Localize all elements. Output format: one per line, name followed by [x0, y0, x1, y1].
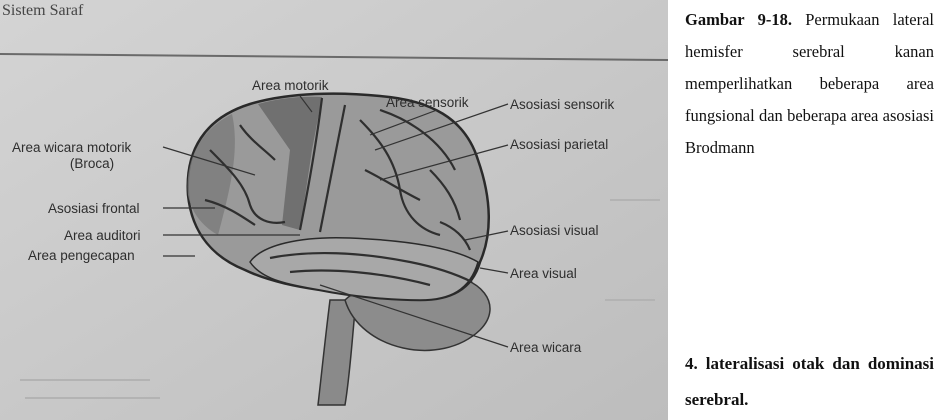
label-asosiasi-parietal: Asosiasi parietal — [510, 137, 609, 152]
label-area-pengecapan: Area pengecapan — [28, 248, 135, 263]
caption-label: Gambar 9-18. — [685, 10, 792, 29]
label-broca: (Broca) — [69, 156, 115, 171]
section-heading: 4. lateralisasi otak dan dominasi serebr… — [685, 354, 934, 409]
label-area-wicara-motorik: Area wicara motorik — [12, 140, 132, 155]
label-asosiasi-frontal: Asosiasi frontal — [48, 201, 140, 216]
label-area-auditori: Area auditori — [64, 228, 141, 243]
label-area-wicara: Area wicara — [510, 340, 582, 355]
motor-strip-region — [258, 96, 322, 230]
header-rule — [0, 53, 668, 61]
brainstem-shape — [317, 299, 357, 406]
label-asosiasi-visual: Asosiasi visual — [510, 223, 599, 238]
frontal-dark-region — [187, 114, 235, 235]
label-area-motorik: Area motorik — [252, 78, 329, 93]
label-area-sensorik: Area sensorik — [386, 95, 469, 110]
page-header: Sistem Saraf — [2, 2, 84, 19]
brain-figure-photo: Sistem Saraf Area motorik Area sensorik … — [0, 0, 668, 420]
caption-text: Permukaan lateral hemisfer serebral kana… — [685, 10, 934, 157]
figure-caption: Gambar 9-18. Permukaan lateral hemisfer … — [685, 4, 934, 164]
brain-illustration — [0, 0, 668, 420]
leader-lines — [162, 95, 509, 348]
label-asosiasi-sensorik: Asosiasi sensorik — [510, 97, 615, 112]
bleed-through-text — [20, 199, 660, 399]
label-area-visual: Area visual — [510, 266, 577, 281]
